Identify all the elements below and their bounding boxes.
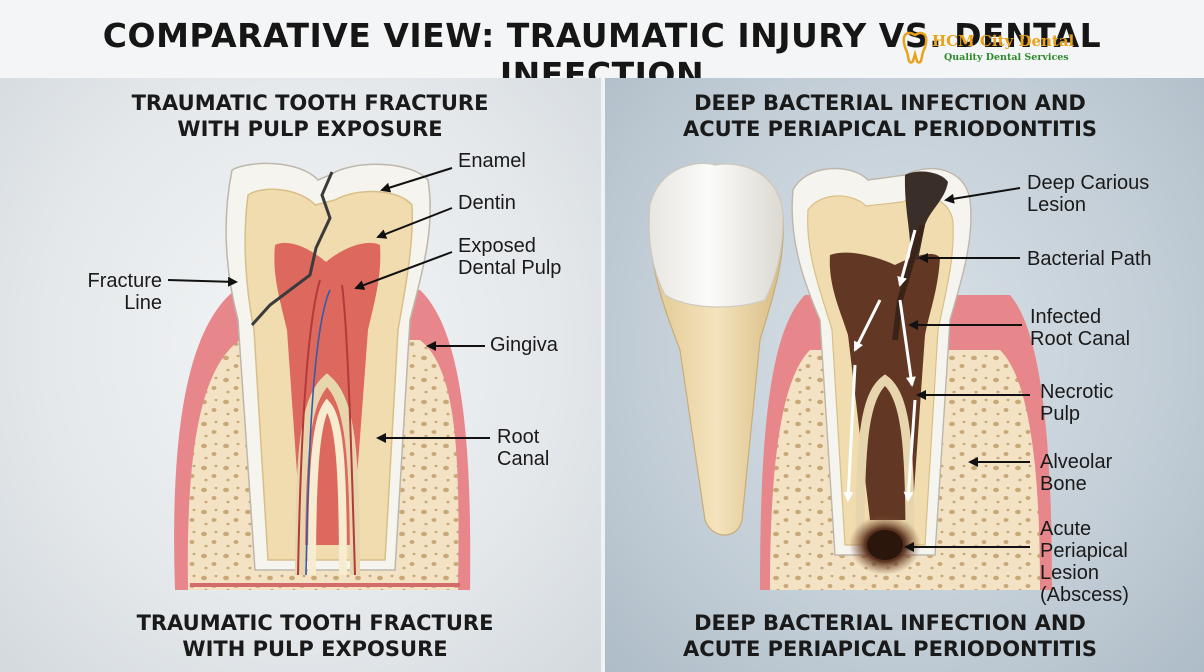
left-leader-arrows [167, 167, 490, 443]
label-periapical-lesion-line2: Periapical [1040, 540, 1128, 562]
panel-divider [601, 78, 605, 672]
label-alveolar-bone: Alveolar Bone [1040, 451, 1112, 495]
left-heading-bottom-line1: TRAUMATIC TOOTH FRACTURE [136, 611, 494, 635]
label-periapical-lesion-line4: (Abscess) [1040, 584, 1129, 606]
right-heading-bottom-line2: ACUTE PERIAPICAL PERIODONTITIS [682, 637, 1098, 661]
label-dentin: Dentin [458, 192, 516, 214]
label-necrotic-pulp-line1: Necrotic [1040, 381, 1114, 403]
label-root-canal-line2: Canal [497, 448, 550, 470]
logo-tagline: Quality Dental Services [944, 52, 1069, 63]
page-title: COMPARATIVE VIEW: TRAUMATIC INJURY VS. D… [102, 16, 1102, 94]
left-heading-top-line2: WITH PULP EXPOSURE [177, 117, 443, 141]
clinic-logo: HCM City Dental Quality Dental Services [900, 30, 1080, 70]
label-bacterial-path: Bacterial Path [1027, 248, 1152, 270]
label-periapical-lesion-line3: Lesion [1040, 562, 1099, 584]
label-periapical-lesion: Acute Periapical Lesion (Abscess) [1040, 518, 1129, 606]
label-root-canal: Root Canal [497, 426, 549, 470]
label-exposed-pulp-line1: Exposed [458, 235, 536, 257]
label-exposed-pulp-line2: Dental Pulp [458, 257, 562, 279]
right-leader-arrows [904, 187, 1030, 552]
title-bar [0, 0, 1204, 78]
label-carious-lesion: Deep Carious Lesion [1027, 172, 1149, 216]
left-heading-bottom: TRAUMATIC TOOTH FRACTURE WITH PULP EXPOS… [100, 610, 530, 662]
label-gingiva: Gingiva [490, 334, 558, 356]
label-infected-canal-line1: Infected [1030, 306, 1102, 328]
label-enamel: Enamel [458, 150, 526, 172]
label-root-canal-line1: Root [497, 426, 540, 448]
right-heading-top-line1: DEEP BACTERIAL INFECTION AND [694, 91, 1086, 115]
label-necrotic-pulp-line2: Pulp [1040, 403, 1081, 425]
label-alveolar-bone-line2: Bone [1040, 473, 1087, 495]
label-periapical-lesion-line1: Acute [1040, 518, 1092, 540]
logo-name: HCM City Dental [932, 32, 1075, 50]
right-heading-top: DEEP BACTERIAL INFECTION AND ACUTE PERIA… [650, 90, 1130, 142]
left-heading-top-line1: TRAUMATIC TOOTH FRACTURE [131, 91, 489, 115]
label-infected-canal: Infected Root Canal [1030, 306, 1130, 350]
left-heading-bottom-line2: WITH PULP EXPOSURE [182, 637, 448, 661]
tooth-logo-icon [902, 31, 928, 64]
label-exposed-pulp: Exposed Dental Pulp [458, 235, 561, 279]
label-fracture-line-line2: Line [124, 292, 162, 314]
left-heading-top: TRAUMATIC TOOTH FRACTURE WITH PULP EXPOS… [100, 90, 520, 142]
label-carious-lesion-line2: Lesion [1027, 194, 1086, 216]
label-carious-lesion-line1: Deep Carious [1027, 172, 1150, 194]
right-heading-bottom-line1: DEEP BACTERIAL INFECTION AND [694, 611, 1086, 635]
label-fracture-line: Fracture Line [80, 270, 162, 314]
right-heading-bottom: DEEP BACTERIAL INFECTION AND ACUTE PERIA… [650, 610, 1130, 662]
fractured-tooth-diagram [174, 162, 471, 590]
right-heading-top-line2: ACUTE PERIAPICAL PERIODONTITIS [682, 117, 1098, 141]
label-necrotic-pulp: Necrotic Pulp [1040, 381, 1113, 425]
label-fracture-line-line1: Fracture [87, 270, 162, 292]
label-infected-canal-line2: Root Canal [1030, 328, 1131, 350]
infected-tooth-diagram [648, 162, 1052, 590]
label-alveolar-bone-line1: Alveolar [1040, 451, 1113, 473]
